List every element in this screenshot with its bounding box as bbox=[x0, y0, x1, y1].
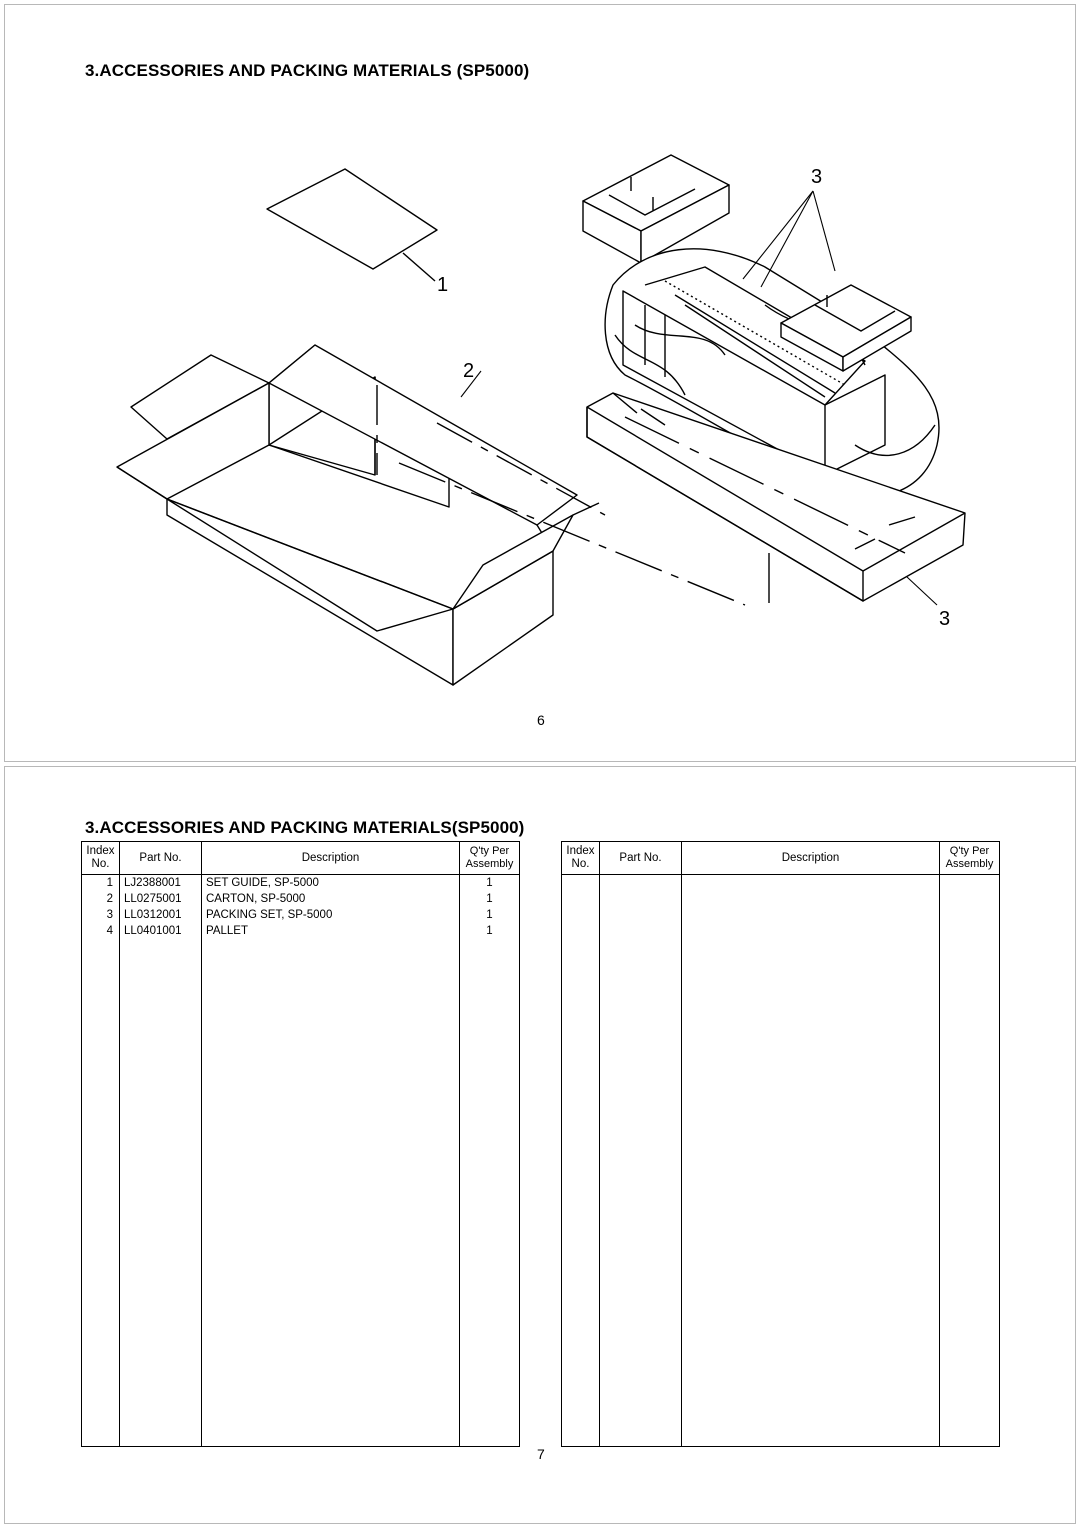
page-7: 3.ACCESSORIES AND PACKING MATERIALS(SP50… bbox=[4, 766, 1076, 1524]
header-description: Description bbox=[681, 841, 940, 875]
parts-table-right: Index No. Part No. Description Q'ty Per … bbox=[561, 841, 1000, 1447]
cell-qty: 1 bbox=[459, 891, 520, 907]
header-qty: Q'ty Per Assembly bbox=[939, 841, 1000, 875]
pallet bbox=[586, 392, 966, 602]
table-header-row: Index No. Part No. Description Q'ty Per … bbox=[81, 841, 520, 875]
page-title: 3.ACCESSORIES AND PACKING MATERIALS(SP50… bbox=[85, 818, 525, 837]
header-qty-line1: Q'ty Per bbox=[469, 845, 510, 857]
cell-part-no: LL0312001 bbox=[119, 907, 202, 923]
table-filler-row bbox=[81, 939, 520, 1447]
page-title: 3.ACCESSORIES AND PACKING MATERIALS (SP5… bbox=[85, 61, 530, 80]
header-description: Description bbox=[201, 841, 460, 875]
page-number: 7 bbox=[537, 1446, 545, 1462]
parts-table-left: Index No. Part No. Description Q'ty Per … bbox=[81, 841, 520, 1447]
cell-index: 2 bbox=[81, 891, 120, 907]
header-index-line2: No. bbox=[571, 858, 590, 870]
cell-part-no: LL0401001 bbox=[119, 923, 202, 939]
header-index-line1: Index bbox=[86, 845, 115, 857]
page-number: 6 bbox=[537, 712, 545, 728]
cell-index: 4 bbox=[81, 923, 120, 939]
cell-index: 3 bbox=[81, 907, 120, 923]
leader-lines bbox=[460, 190, 938, 606]
callout-3-upper: 3 bbox=[811, 166, 822, 188]
exploded-packing-illustration: 1 2 3 3 bbox=[116, 154, 966, 686]
table-row: 2 LL0275001 CARTON, SP-5000 1 bbox=[81, 891, 520, 907]
cell-qty: 1 bbox=[459, 874, 520, 891]
cell-qty: 1 bbox=[459, 907, 520, 923]
table-row: 4 LL0401001 PALLET 1 bbox=[81, 923, 520, 939]
header-index-line2: No. bbox=[91, 858, 110, 870]
header-index: Index No. bbox=[561, 841, 600, 875]
cell-part-no: LL0275001 bbox=[119, 891, 202, 907]
cell-part-no: LJ2388001 bbox=[119, 874, 202, 891]
header-part-no: Part No. bbox=[119, 841, 202, 875]
table-header-row: Index No. Part No. Description Q'ty Per … bbox=[561, 841, 1000, 875]
cell-description: PALLET bbox=[201, 923, 460, 939]
callout-2: 2 bbox=[463, 360, 474, 382]
carton-box bbox=[116, 344, 770, 686]
header-qty-line1: Q'ty Per bbox=[949, 845, 990, 857]
cell-description: CARTON, SP-5000 bbox=[201, 891, 460, 907]
header-part-no: Part No. bbox=[599, 841, 682, 875]
cell-description: SET GUIDE, SP-5000 bbox=[201, 874, 460, 891]
cell-index: 1 bbox=[81, 874, 120, 891]
packing-block-right bbox=[780, 284, 912, 372]
packing-block-upper bbox=[582, 154, 730, 264]
header-qty-line2: Assembly bbox=[945, 858, 994, 870]
header-qty: Q'ty Per Assembly bbox=[459, 841, 520, 875]
header-index: Index No. bbox=[81, 841, 120, 875]
cell-qty: 1 bbox=[459, 923, 520, 939]
table-row: 1 LJ2388001 SET GUIDE, SP-5000 1 bbox=[81, 874, 520, 891]
cell-description: PACKING SET, SP-5000 bbox=[201, 907, 460, 923]
callout-1: 1 bbox=[437, 274, 448, 296]
header-index-line1: Index bbox=[566, 845, 595, 857]
table-row: 3 LL0312001 PACKING SET, SP-5000 1 bbox=[81, 907, 520, 923]
set-guide-sheet bbox=[266, 168, 438, 282]
table-filler-row bbox=[561, 874, 1000, 1447]
header-qty-line2: Assembly bbox=[465, 858, 514, 870]
callout-3-lower: 3 bbox=[939, 608, 950, 630]
page-6: 3.ACCESSORIES AND PACKING MATERIALS (SP5… bbox=[4, 4, 1076, 762]
